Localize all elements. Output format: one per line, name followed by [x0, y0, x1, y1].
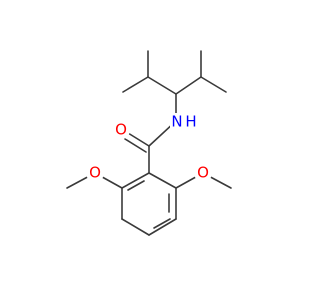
bond-isopropyl-left-to-central [147, 76, 177, 95]
bond-isopropyl-left-methyl [122, 76, 149, 93]
right-ether-oxygen-label: O [197, 164, 209, 182]
ring-double-top-left-inner [127, 180, 145, 191]
left-ether-oxygen-label: O [89, 164, 101, 182]
amide-nitrogen-label: N [171, 113, 182, 131]
bond-isopropyl-right-methyl [200, 76, 227, 93]
ring-double-bottom-right-inner [153, 218, 171, 229]
ring-bond-top-right [148, 172, 177, 189]
structure-diagram: O N H O O [66, 50, 232, 236]
molecule-canvas: O N H O O [66, 50, 232, 236]
ring-bond-top-left [121, 172, 150, 189]
left-ether-oxygen-bg [86, 164, 104, 182]
carbonyl-oxygen-label: O [115, 121, 127, 139]
ring-bond-bottom-right [148, 218, 177, 236]
bond-central-to-isopropyl-right [175, 76, 202, 95]
bond-carbonyl-double-1 [127, 132, 150, 147]
bond-layer [66, 50, 232, 236]
right-ether-oxygen-bg [194, 164, 212, 182]
bond-carbonyl-double-2 [124, 138, 147, 153]
carbonyl-oxygen-bg [112, 121, 130, 139]
amide-nh-bg [170, 113, 200, 131]
atom-label-layer: O N H O O [86, 113, 212, 182]
ring-bond-bottom-left [121, 218, 150, 236]
amide-hydrogen-label: H [185, 113, 196, 131]
